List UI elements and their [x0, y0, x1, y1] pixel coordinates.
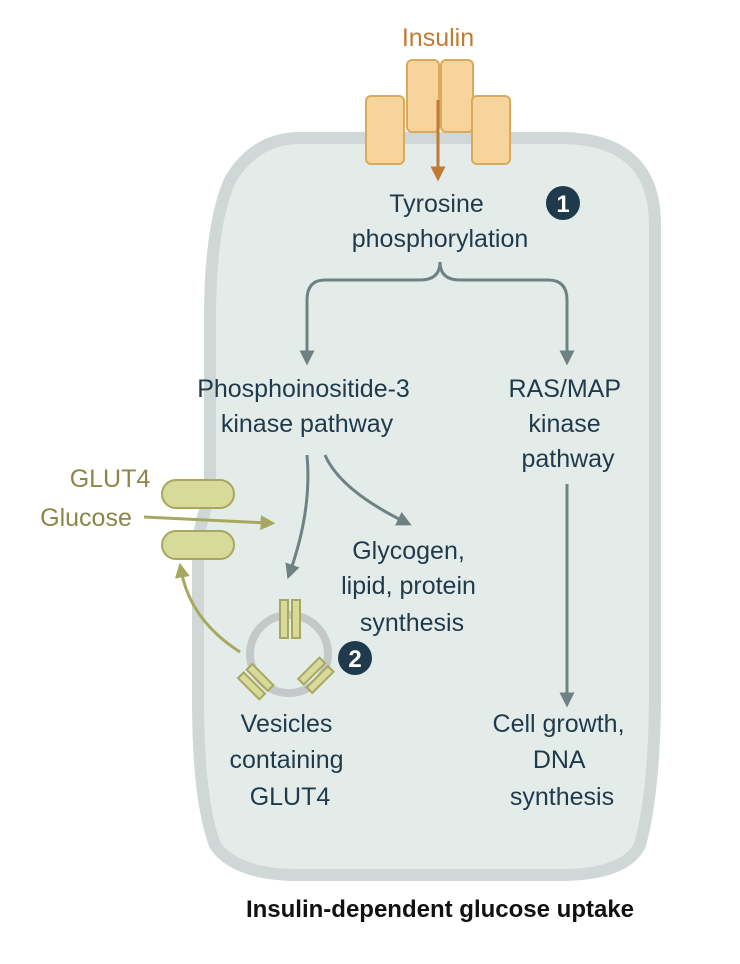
- glucose-entry-arrow: [143, 515, 276, 531]
- step-2-badge: [338, 641, 372, 675]
- branch-arrow-right: [438, 261, 575, 366]
- cell-growth-label: Cell growth, DNA synthesis: [493, 710, 632, 811]
- figure-caption: Insulin-dependent glucose uptake: [246, 896, 634, 923]
- glut4-transporter: [161, 479, 235, 560]
- insulin-receptor: [365, 59, 511, 165]
- ras-map-pathway-label: RAS/MAP kinase pathway: [508, 375, 627, 473]
- glut4-vesicle: [236, 599, 335, 701]
- glut4-label: GLUT4: [70, 465, 151, 493]
- pi3k-pathway-label: Phosphoinositide-3 kinase pathway: [197, 375, 417, 438]
- insulin-label: Insulin: [402, 24, 474, 52]
- vesicle-translocation-arrow: [174, 562, 241, 654]
- step-1-number: 1: [556, 191, 569, 218]
- glycogen-synthesis-label: Glycogen, lipid, protein synthesis: [341, 537, 483, 637]
- arrow-to-vesicles: [285, 454, 310, 580]
- tyrosine-phosphorylation-label: Tyrosine phosphorylation: [352, 190, 529, 253]
- vesicles-label: Vesicles containing GLUT4: [230, 710, 351, 811]
- glucose-label: Glucose: [40, 504, 132, 532]
- step-1-badge: [546, 186, 580, 220]
- branch-arrow-left: [299, 261, 442, 366]
- step-2-number: 2: [348, 646, 361, 673]
- arrow-to-synthesis: [323, 454, 412, 526]
